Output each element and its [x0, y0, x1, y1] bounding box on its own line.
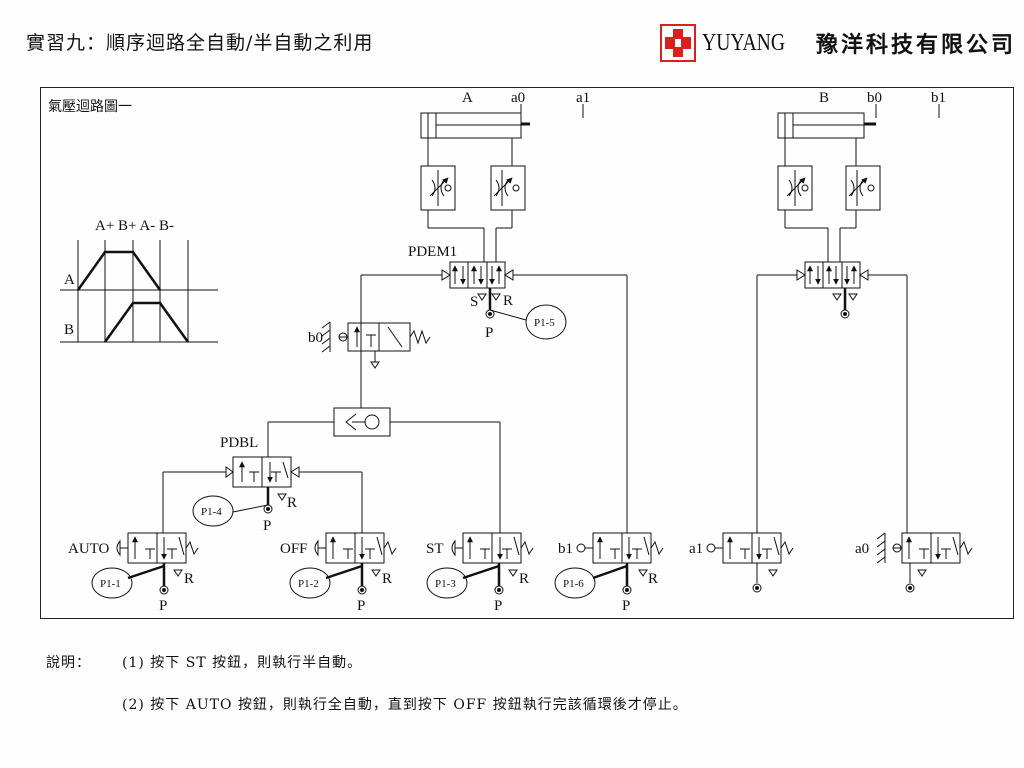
- valve-off-button: [314, 532, 397, 595]
- brand-name-cjk: 豫洋科技有限公司: [816, 32, 1017, 58]
- valve-b-directional: [796, 261, 869, 319]
- valve-a1-roller: [706, 532, 794, 593]
- tag-p1-4: [192, 495, 234, 527]
- sensor-b0-label: b0: [308, 330, 323, 346]
- flow-control-valve-b2: [845, 165, 881, 211]
- tag-p1-2-label: P1-2: [298, 578, 319, 590]
- cylinder-b-switch-b0-label: b0: [867, 90, 882, 106]
- valve-b0-roller: [321, 321, 431, 369]
- button-off-label: OFF: [280, 541, 308, 557]
- note-item-1: (1) 按下 ST 按鈕，則執行半自動。: [122, 655, 363, 671]
- valve-pdbl-label: PDBL: [220, 435, 258, 451]
- tag-p1-4-label: P1-4: [201, 506, 222, 518]
- cylinder-b: [777, 104, 940, 166]
- valve-pdem1: [441, 261, 514, 319]
- diagram-caption: 氣壓迴路圖一: [48, 99, 132, 115]
- flow-control-valve-b1: [777, 165, 813, 211]
- sensor-b1-port-p: P: [622, 598, 630, 614]
- cylinder-b-switch-b1-label: b1: [931, 90, 946, 106]
- valve-auto-button: [116, 532, 199, 595]
- button-auto-port-r: R: [184, 571, 194, 587]
- sensor-b1-port-r: R: [648, 571, 658, 587]
- pdem1-port-r-label: R: [503, 293, 513, 309]
- tag-p1-3-label: P1-3: [435, 578, 456, 590]
- valve-pdem1-label: PDEM1: [408, 244, 457, 260]
- tag-p1-1-label: P1-1: [100, 578, 121, 590]
- button-off-port-p: P: [357, 598, 365, 614]
- note-item-2: (2) 按下 AUTO 按鈕，則執行全自動，直到按下 OFF 按鈕執行完該循環後…: [122, 697, 688, 713]
- sequence-row-b-label: B: [64, 322, 74, 338]
- sequence-title: A+ B+ A- B-: [95, 218, 174, 234]
- button-off-port-r: R: [382, 571, 392, 587]
- yuyang-logo-icon: [660, 24, 696, 62]
- tag-p1-5-label: P1-5: [534, 317, 555, 329]
- tag-p1-3: [426, 567, 468, 599]
- valve-st-button: [451, 532, 534, 595]
- cylinder-b-label: B: [819, 90, 829, 106]
- pdbl-port-p-label: P: [263, 518, 271, 534]
- valve-a0-roller: [876, 532, 973, 593]
- sensor-a0-label: a0: [855, 541, 869, 557]
- brand-name-latin: YUYANG: [702, 29, 786, 56]
- valve-b1-roller: [576, 532, 664, 595]
- button-auto-label: AUTO: [68, 541, 110, 557]
- sensor-b1-label: b1: [558, 541, 573, 557]
- tag-p1-6-label: P1-6: [563, 578, 584, 590]
- button-st-port-p: P: [494, 598, 502, 614]
- tag-p1-6: [554, 567, 596, 599]
- button-st-label: ST: [426, 541, 444, 557]
- page-title: 實習九：順序迴路全自動/半自動之利用: [26, 32, 374, 54]
- pdem1-port-p-label: P: [485, 325, 493, 341]
- notes-label: 說明：: [46, 655, 91, 671]
- tag-p1-5: [525, 304, 567, 340]
- cylinder-a-switch-a0-label: a0: [511, 90, 525, 106]
- shuttle-valve: [333, 407, 391, 437]
- cylinder-a-label: A: [462, 90, 473, 106]
- sequence-diagram: [60, 240, 218, 343]
- tag-p1-1: [91, 567, 133, 599]
- cylinder-a: [420, 104, 584, 166]
- sequence-row-a-label: A: [64, 272, 75, 288]
- pdem1-port-s-label: S: [470, 294, 478, 310]
- tag-p1-2: [289, 567, 331, 599]
- button-st-port-r: R: [519, 571, 529, 587]
- cylinder-a-switch-a1-label: a1: [576, 90, 590, 106]
- flow-control-valve-a1: [420, 165, 456, 211]
- brand-logo: YUYANG 豫洋科技有限公司: [660, 22, 1016, 64]
- pdbl-port-r-label: R: [287, 495, 297, 511]
- button-auto-port-p: P: [159, 598, 167, 614]
- diagram-frame: [40, 87, 1014, 619]
- flow-control-valve-a2: [490, 165, 526, 211]
- sensor-a1-label: a1: [689, 541, 703, 557]
